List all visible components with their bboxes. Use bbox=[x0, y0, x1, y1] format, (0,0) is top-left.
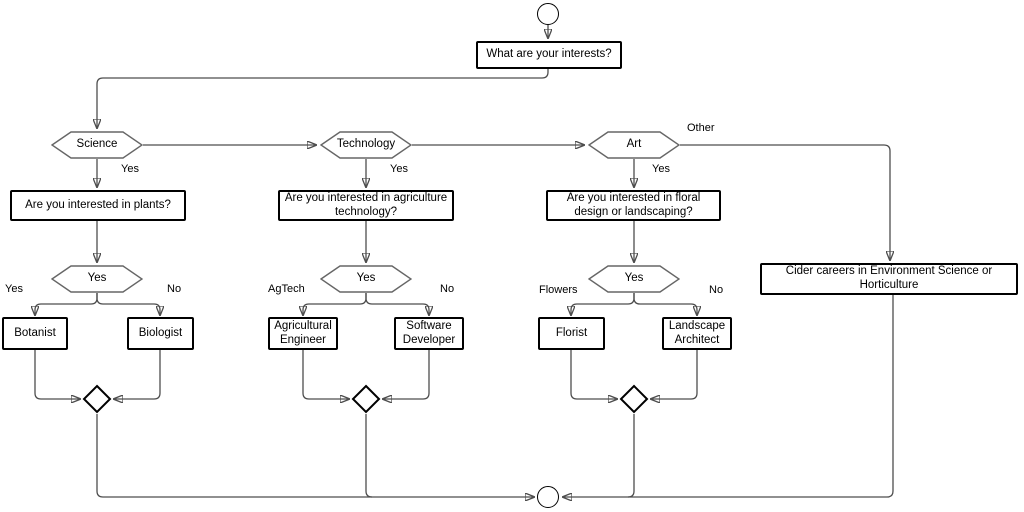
connector-art-decision-to-right-career bbox=[633, 293, 697, 315]
root-question-label: What are your interests? bbox=[486, 48, 612, 61]
career-agricultural-engineer-node[interactable]: Agricultural Engineer bbox=[268, 317, 338, 350]
decision-art-label: Art bbox=[626, 138, 642, 151]
career-agricultural-engineer-label: Agricultural Engineer bbox=[274, 319, 332, 346]
connector-root-to-science bbox=[97, 69, 549, 128]
connector-art-decision-to-left-career bbox=[571, 293, 635, 315]
connector-technology-decision-to-left-career bbox=[303, 293, 367, 315]
career-florist-node[interactable]: Florist bbox=[538, 317, 605, 350]
connector-biologist-to-merge bbox=[114, 350, 161, 399]
question-technology-label: Are you interested in agriculture techno… bbox=[284, 191, 448, 218]
connector-botanist-to-merge bbox=[34, 350, 80, 399]
merge-science[interactable] bbox=[82, 384, 112, 414]
hexagon-shape bbox=[51, 131, 143, 159]
edge-label-art-right: No bbox=[708, 284, 725, 296]
decision-art-yes-label: Yes bbox=[624, 272, 644, 285]
connector-software-developer-to-merge bbox=[383, 350, 430, 399]
career-botanist-node[interactable]: Botanist bbox=[2, 317, 68, 350]
hexagon-shape bbox=[588, 131, 680, 159]
decision-science-yes-label: Yes bbox=[87, 272, 107, 285]
career-florist-label: Florist bbox=[555, 326, 588, 339]
diamond-shape bbox=[82, 384, 112, 414]
root-question-node[interactable]: What are your interests? bbox=[476, 41, 622, 69]
edge-label-science-left: Yes bbox=[4, 283, 24, 295]
hexagon-shape bbox=[320, 265, 412, 293]
connector-landscape-architect-to-merge bbox=[651, 350, 698, 399]
connector-florist-to-merge bbox=[570, 350, 617, 399]
edge-label-art-yes: Yes bbox=[651, 163, 671, 175]
career-landscape-architect-node[interactable]: Landscape Architect bbox=[662, 317, 732, 350]
diamond-shape bbox=[619, 384, 649, 414]
question-art-label: Are you interested in floral design or l… bbox=[566, 191, 701, 218]
connector-art-other-to-outcome bbox=[680, 144, 890, 260]
edge-label-science-right: No bbox=[166, 283, 183, 295]
edge-label-art-left: Flowers bbox=[538, 284, 579, 296]
decision-art[interactable]: Art bbox=[588, 131, 680, 159]
hexagon-shape bbox=[51, 265, 143, 293]
connector-technology-decision-to-right-career bbox=[365, 293, 429, 315]
edge-label-other: Other bbox=[686, 122, 716, 134]
career-software-developer-label: Software Developer bbox=[402, 319, 456, 346]
question-art-node[interactable]: Are you interested in floral design or l… bbox=[546, 190, 721, 221]
end-node[interactable] bbox=[537, 486, 559, 508]
hexagon-shape bbox=[588, 265, 680, 293]
connector-agricultural-engineer-to-merge bbox=[302, 350, 349, 399]
connector-technology-merge-to-end bbox=[365, 414, 373, 498]
edge-label-technology-yes: Yes bbox=[389, 163, 409, 175]
decision-science[interactable]: Science bbox=[51, 131, 143, 159]
decision-science-label: Science bbox=[76, 138, 118, 151]
connector-science-merge-to-end bbox=[96, 414, 534, 497]
connector-science-decision-to-right-career bbox=[96, 293, 160, 315]
question-science-label: Are you interested in plants? bbox=[25, 198, 171, 211]
start-node[interactable] bbox=[537, 3, 559, 25]
question-science-node[interactable]: Are you interested in plants? bbox=[10, 190, 186, 221]
edge-label-technology-left: AgTech bbox=[267, 283, 306, 295]
career-landscape-architect-label: Landscape Architect bbox=[668, 319, 726, 346]
decision-art-yes[interactable]: Yes bbox=[588, 265, 680, 293]
career-biologist-node[interactable]: Biologist bbox=[127, 317, 194, 350]
career-botanist-label: Botanist bbox=[14, 326, 56, 339]
career-biologist-label: Biologist bbox=[138, 326, 183, 339]
merge-art[interactable] bbox=[619, 384, 649, 414]
career-software-developer-node[interactable]: Software Developer bbox=[394, 317, 464, 350]
diamond-shape bbox=[351, 384, 381, 414]
edge-label-science-yes: Yes bbox=[120, 163, 140, 175]
edge-label-technology-right: No bbox=[439, 283, 456, 295]
outcome-other-label: Cider careers in Environment Science or … bbox=[785, 265, 993, 291]
question-technology-node[interactable]: Are you interested in agriculture techno… bbox=[278, 190, 454, 221]
connector-science-decision-to-left-career bbox=[35, 293, 98, 315]
connector-art-merge-to-end bbox=[627, 414, 635, 498]
connector-outcome-to-end bbox=[563, 295, 894, 497]
decision-technology[interactable]: Technology bbox=[320, 131, 412, 159]
hexagon-shape bbox=[320, 131, 412, 159]
decision-technology-yes[interactable]: Yes bbox=[320, 265, 412, 293]
outcome-other-node[interactable]: Cider careers in Environment Science or … bbox=[760, 263, 1018, 295]
decision-technology-label: Technology bbox=[336, 138, 396, 151]
decision-science-yes[interactable]: Yes bbox=[51, 265, 143, 293]
decision-technology-yes-label: Yes bbox=[356, 272, 376, 285]
merge-technology[interactable] bbox=[351, 384, 381, 414]
